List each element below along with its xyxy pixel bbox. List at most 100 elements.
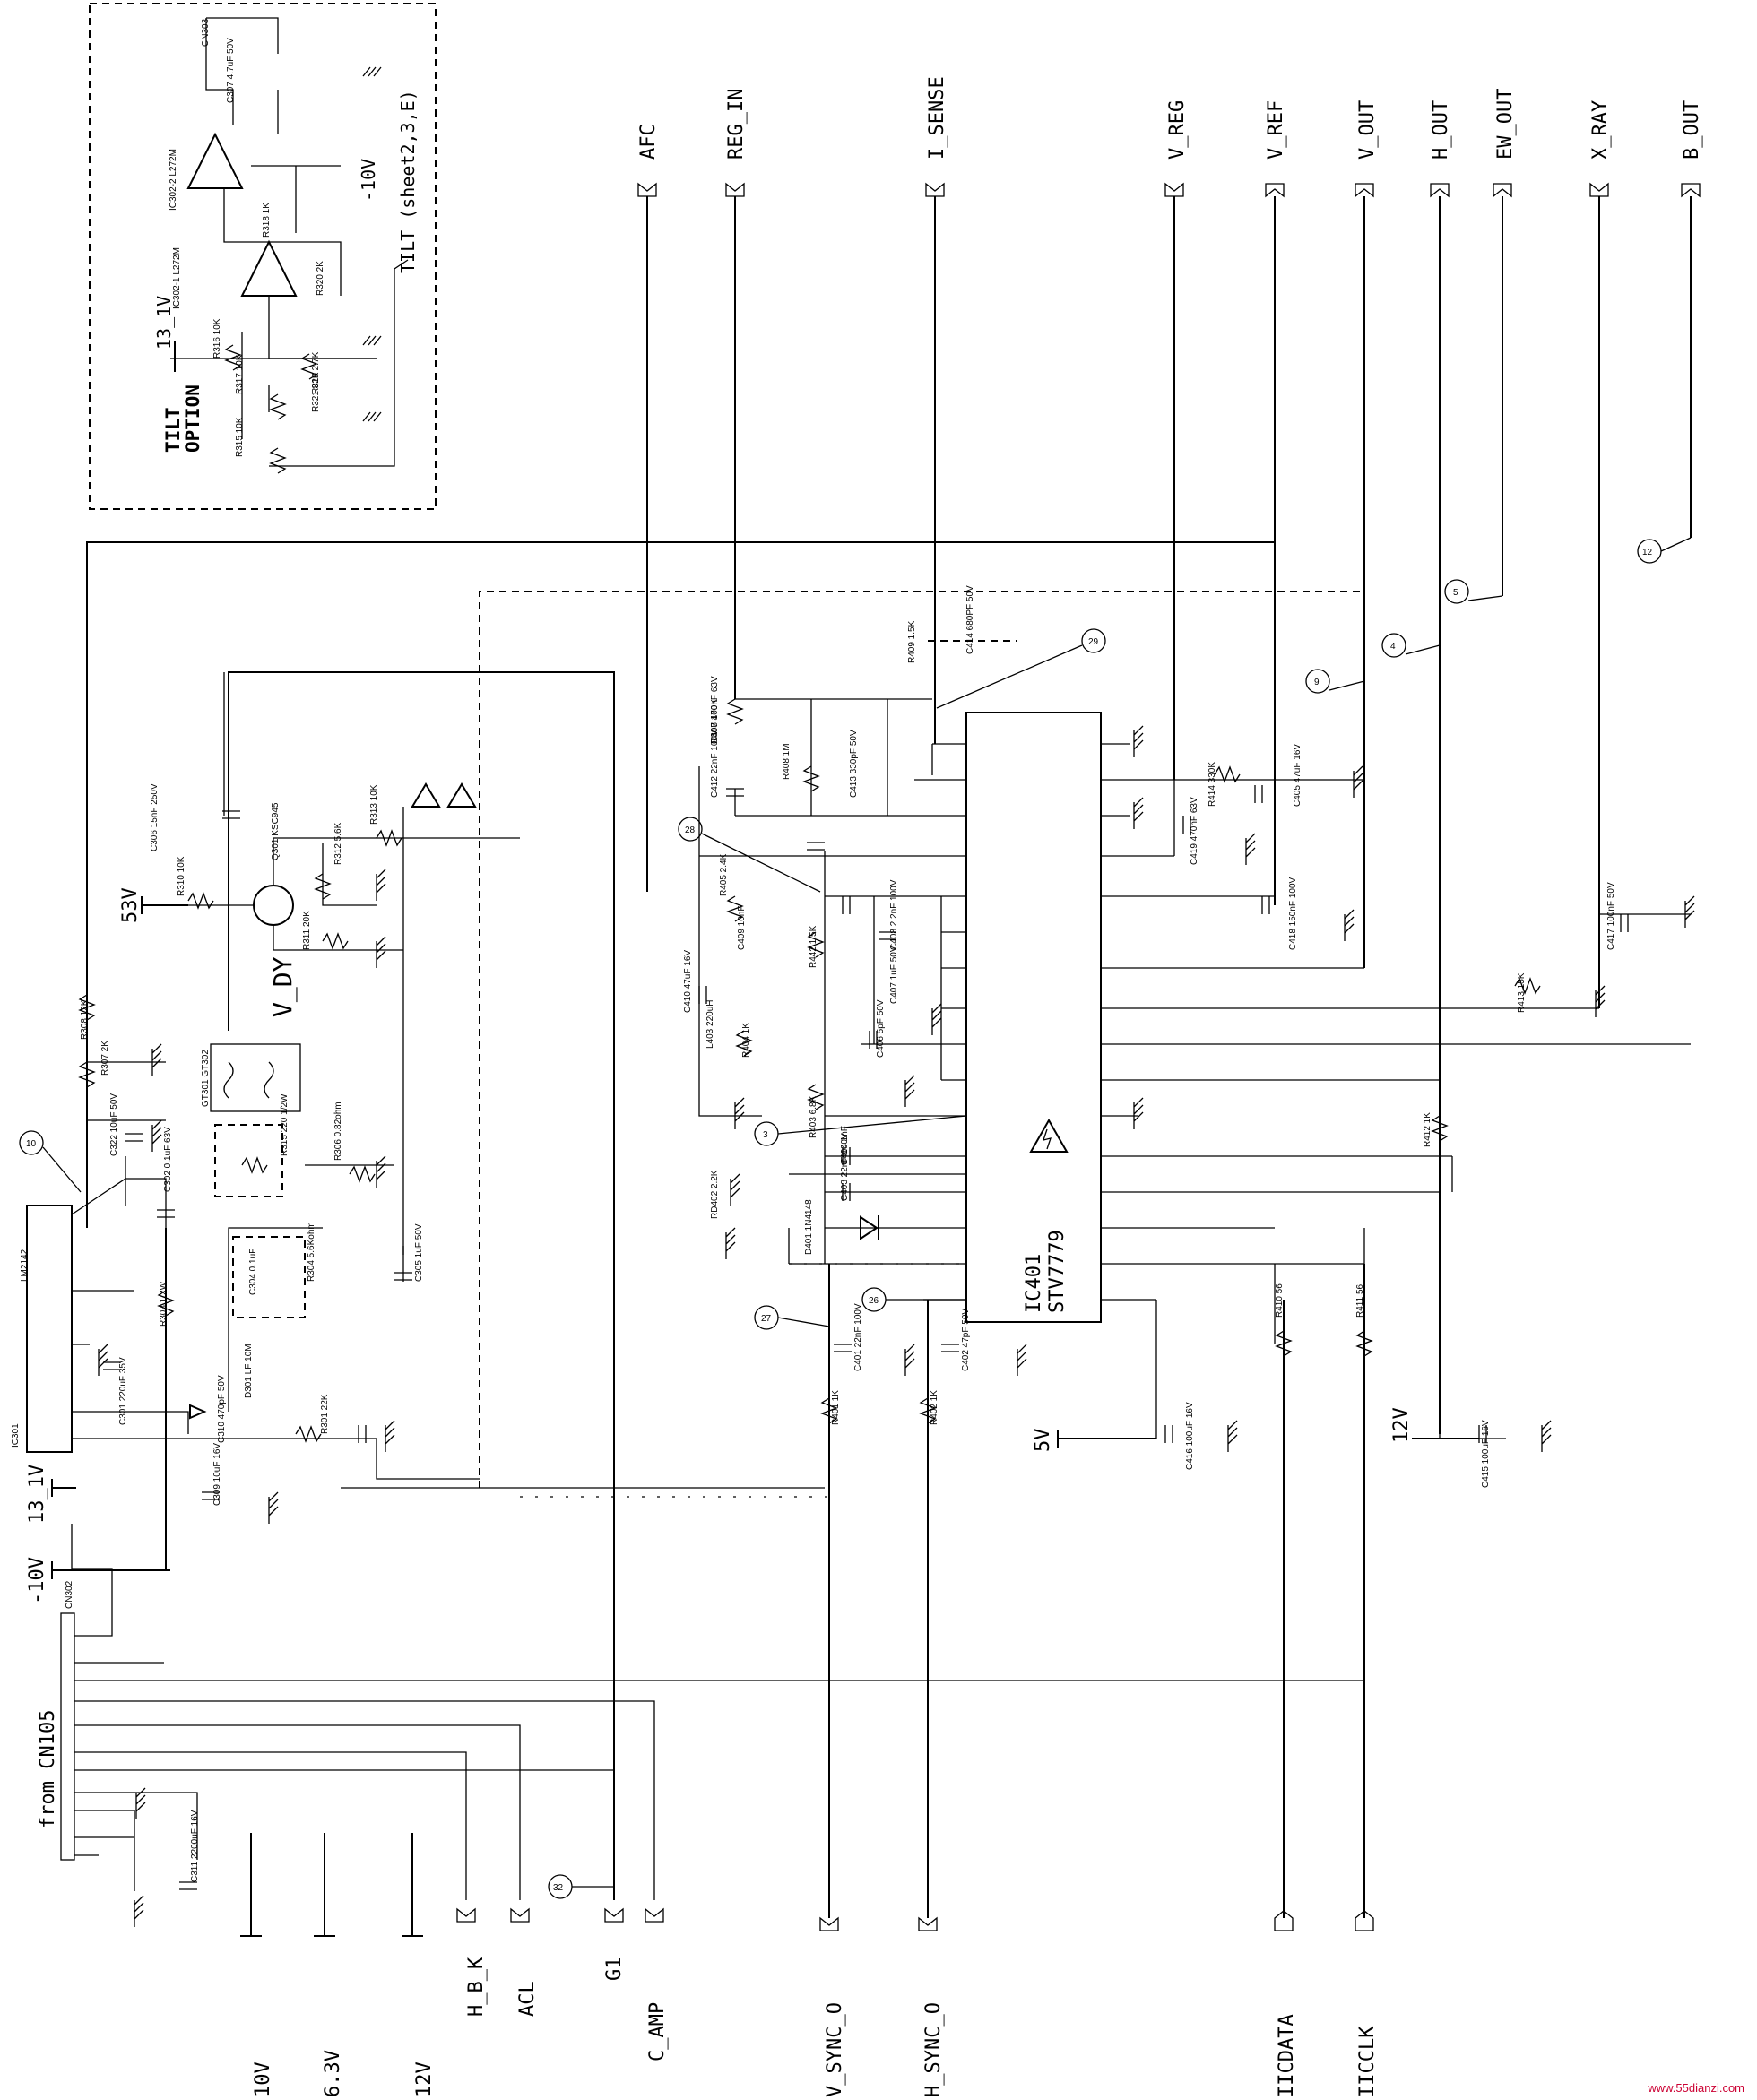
- svg-text:X_RAY: X_RAY: [1589, 100, 1612, 160]
- component-label: R321 82K: [311, 372, 321, 412]
- ic301-part: LM2142: [20, 1249, 30, 1282]
- component-label: C412 22nF 100V: [710, 730, 720, 798]
- svg-text:V_REF: V_REF: [1265, 100, 1287, 160]
- bottom-signals: V_SYNC_O H_SYNC_O IICDATA IICCLK: [819, 1264, 1379, 2097]
- supply-12v: 12V: [1390, 1407, 1413, 1443]
- component-label: C309 10uF 16V: [212, 1443, 222, 1506]
- label-acl: ACL: [516, 1981, 539, 2017]
- component-label: C304 0.1uF: [248, 1249, 258, 1295]
- component-label: R408 1M: [782, 743, 792, 780]
- ic301: IC301 LM2142: [11, 1205, 73, 1453]
- component-label: R301 22K: [320, 1394, 330, 1434]
- component-label: C307 4.7uF 50V: [226, 38, 236, 103]
- svg-text:H_OUT: H_OUT: [1430, 100, 1452, 160]
- component-label: C402 47pF 50V: [961, 1309, 971, 1371]
- ic401-body: [965, 712, 1102, 1323]
- component-label: D401 1N4148: [804, 1199, 814, 1255]
- left-power-labels: 10V 6.3V 12V H_B_K ACL G1 C_AMP: [240, 1833, 669, 2097]
- transformer-gt301: [210, 1043, 301, 1112]
- signal-v-sync-o: V_SYNC_O: [819, 1264, 846, 2097]
- component-label: R413 15K: [1517, 972, 1527, 1013]
- signal-h-out: H_OUT: [1430, 100, 1452, 1434]
- svg-text:EW_OUT: EW_OUT: [1494, 89, 1517, 160]
- component-label: R412 1K: [1423, 1112, 1432, 1147]
- q301-transistor: [253, 885, 294, 926]
- component-label: C415 100uF 16V: [1481, 1420, 1491, 1488]
- component-label: R404 1K: [741, 1023, 751, 1058]
- signal-i-sense: I_SENSE: [925, 76, 948, 744]
- ic401-ref: IC401: [1023, 1254, 1045, 1313]
- svg-text:29: 29: [1088, 637, 1099, 647]
- diode-d301: [189, 1404, 207, 1420]
- ic401-left-network: [698, 592, 1691, 1439]
- component-label: C413 330pF 50V: [849, 730, 859, 798]
- signal-h-sync-o: H_SYNC_O: [918, 1300, 945, 2097]
- component-label: R414 330K: [1207, 762, 1217, 807]
- svg-text:32: 32: [553, 1883, 564, 1893]
- component-label: C408 2.2nF 100V: [889, 879, 899, 950]
- signal-v-ref: V_REF: [1265, 100, 1287, 905]
- label-10v: 10V: [252, 2061, 274, 2097]
- component-label: Q301 KSC945: [271, 802, 281, 860]
- svg-text:I_SENSE: I_SENSE: [926, 76, 948, 160]
- svg-text:10: 10: [26, 1139, 37, 1149]
- watermark: www.55dianzi.com: [1648, 2081, 1744, 2095]
- component-label: R409 1.5K: [907, 620, 917, 663]
- component-label: C416 100uF 16V: [1185, 1402, 1195, 1470]
- component-label: C405 47uF 16V: [1293, 744, 1303, 807]
- test-point-5: 5: [1444, 579, 1503, 604]
- test-point-4: 4: [1381, 633, 1441, 658]
- component-label: C407 1uF 50V: [889, 946, 899, 1004]
- opamp-ic302-2-symbol: [186, 132, 244, 189]
- test-point-9: 9: [1305, 669, 1365, 694]
- svg-text:28: 28: [685, 825, 696, 835]
- ic401-warning-icon: [1029, 1118, 1069, 1153]
- component-label: R319 2.7K: [311, 351, 321, 394]
- component-label: R310 10K: [177, 856, 186, 896]
- component-label: R407 100K: [710, 699, 720, 744]
- signal-reg-in: REG_IN: [725, 89, 748, 699]
- tilt-supply: 13_1V: [153, 296, 175, 350]
- c304-dashed-box: [232, 1236, 306, 1318]
- svg-text:5: 5: [1453, 588, 1458, 598]
- component-label: C410 47uF 16V: [683, 950, 693, 1013]
- component-label: R402 1K: [930, 1390, 939, 1425]
- component-label: R318 1K: [262, 203, 272, 238]
- test-point-29: 29: [936, 628, 1106, 709]
- component-label: C401 22nF 100V: [853, 1303, 863, 1371]
- component-label: C322 10uF 50V: [109, 1093, 119, 1156]
- component-label: R411 56: [1355, 1283, 1365, 1318]
- supply-labels: 13_1V -10V 53V 5V 12V: [26, 887, 1479, 1604]
- left-wiring: [71, 977, 825, 1489]
- label-6-3v: 6.3V: [322, 2050, 344, 2097]
- component-label: C308 470nF 63V: [710, 676, 720, 744]
- svg-text:9: 9: [1314, 678, 1320, 687]
- cn302-connector: CN302 from CN105: [37, 1524, 1364, 1900]
- svg-text:V_OUT: V_OUT: [1356, 100, 1379, 160]
- diode-d401: [860, 1215, 878, 1240]
- ground-symbols: [98, 725, 1695, 1927]
- component-label: C305 1uF 50V: [414, 1223, 424, 1282]
- component-label: C404 1nF: [840, 1126, 850, 1165]
- ic401: IC401 STV7779: [965, 712, 1102, 1323]
- supply-5v: 5V: [1032, 1429, 1054, 1453]
- svg-text:V_SYNC_O: V_SYNC_O: [824, 2002, 846, 2097]
- component-label: R312 5.6K: [333, 822, 343, 865]
- component-label: R315 10K: [235, 417, 245, 457]
- svg-text:26: 26: [869, 1296, 879, 1306]
- tilt-option-block: TILT OPTION 13_1V -10V TILT (sheet2,3,E)…: [89, 3, 437, 510]
- component-label: R308 12K: [80, 999, 90, 1040]
- capacitor-glyphs: [103, 785, 1629, 1890]
- component-label: R410 56: [1275, 1283, 1285, 1318]
- component-label: R320 2K: [316, 261, 325, 296]
- warning-triangle-1: [411, 782, 441, 808]
- svg-text:H_SYNC_O: H_SYNC_O: [922, 2002, 945, 2097]
- signal-x-ray: X_RAY: [1589, 100, 1612, 1008]
- svg-text:12: 12: [1642, 548, 1653, 557]
- ic301-body: [26, 1205, 73, 1453]
- test-points: 10 28 3 29 27 26 9: [19, 537, 1692, 1899]
- signal-ew-out: EW_OUT: [1493, 89, 1517, 596]
- signal-iicdata: IICDATA: [1274, 1300, 1298, 2097]
